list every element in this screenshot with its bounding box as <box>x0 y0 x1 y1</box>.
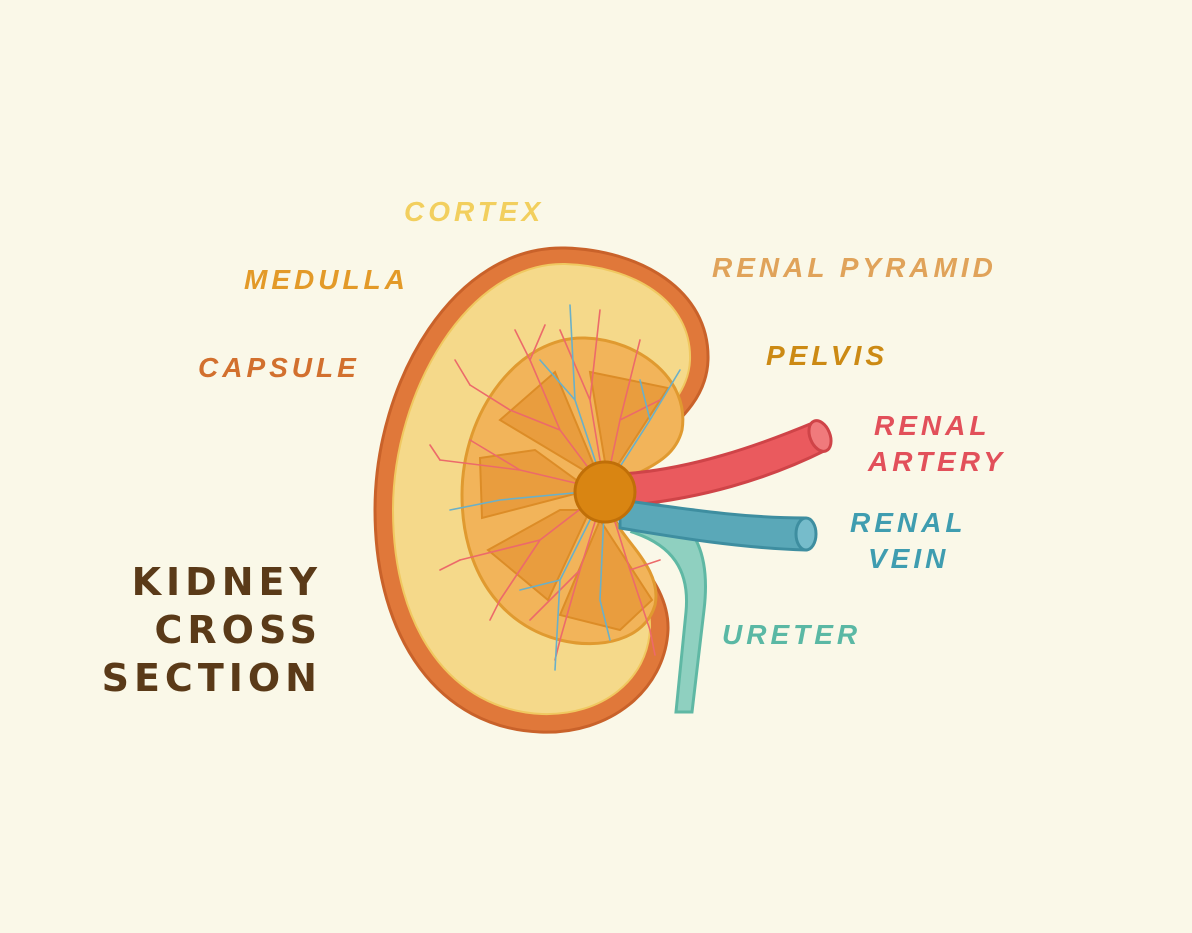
label-renal-artery: RENAL ARTERY <box>868 408 1006 480</box>
venous-branches <box>449 304 681 671</box>
label-renal-vein-line1: RENAL <box>850 507 967 538</box>
label-medulla: MEDULLA <box>244 264 409 295</box>
title-line-2: CROSS <box>154 608 322 652</box>
diagram-title: KIDNEY CROSS SECTION <box>96 558 322 702</box>
title-line-1: KIDNEY <box>131 560 322 604</box>
label-renal-artery-line2: ARTERY <box>868 446 1007 477</box>
label-renal-vein-line2: VEIN <box>868 543 950 574</box>
pelvis-shape <box>573 460 637 524</box>
label-renal-pyramid: RENAL PYRAMID <box>712 252 997 283</box>
renal-artery-opening <box>807 419 833 453</box>
label-pelvis: PELVIS <box>766 340 889 371</box>
renal-vein-opening <box>794 516 818 552</box>
title-line-3: SECTION <box>101 656 322 700</box>
label-renal-vein: RENAL VEIN <box>850 505 966 577</box>
label-ureter: URETER <box>722 619 862 650</box>
label-capsule: CAPSULE <box>198 352 360 383</box>
renal-vein-shape <box>618 498 808 552</box>
label-cortex: CORTEX <box>404 196 545 227</box>
label-renal-artery-line1: RENAL <box>874 410 991 441</box>
